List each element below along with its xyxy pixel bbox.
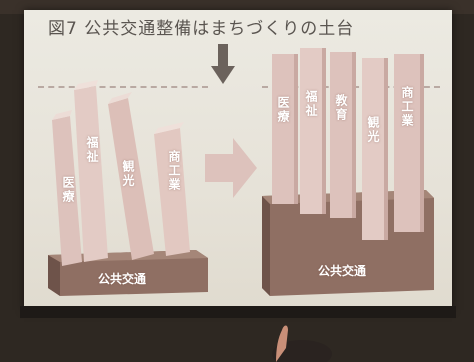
left-pillar-4	[154, 122, 190, 256]
left-pillar-label-4: 商工業	[167, 150, 181, 192]
right-base-label: 公共交通	[318, 264, 367, 278]
audience-hand	[272, 325, 332, 362]
right-pillar-2	[300, 48, 326, 214]
screen-frame-bottom	[20, 306, 456, 318]
right-pillar-3	[330, 52, 356, 218]
left-base-label: 公共交通	[98, 272, 147, 286]
left-pillar-3	[108, 92, 154, 260]
right-pillar-label-3: 教育	[334, 94, 348, 122]
right-pillar-1	[272, 54, 298, 204]
slide-title: 図7 公共交通整備はまちづくりの土台	[48, 19, 355, 39]
down-arrow-icon	[211, 44, 235, 84]
right-pillar-label-5: 商工業	[400, 86, 414, 128]
right-pillar-4	[362, 58, 388, 240]
left-pillar-2	[74, 80, 108, 262]
right-pillar-label-2: 福祉	[304, 90, 318, 118]
left-pillar-label-1: 医療	[61, 176, 75, 204]
right-pillar-label-4: 観光	[366, 116, 380, 144]
right-arrow-icon	[205, 138, 257, 198]
dashed-line-left	[38, 86, 208, 88]
right-pillar-label-1: 医療	[276, 96, 290, 124]
left-pillar-label-3: 観光	[121, 160, 135, 188]
right-pillar-5	[394, 54, 424, 232]
left-pillar-1	[52, 110, 82, 266]
left-pillar-label-2: 福祉	[85, 136, 99, 164]
